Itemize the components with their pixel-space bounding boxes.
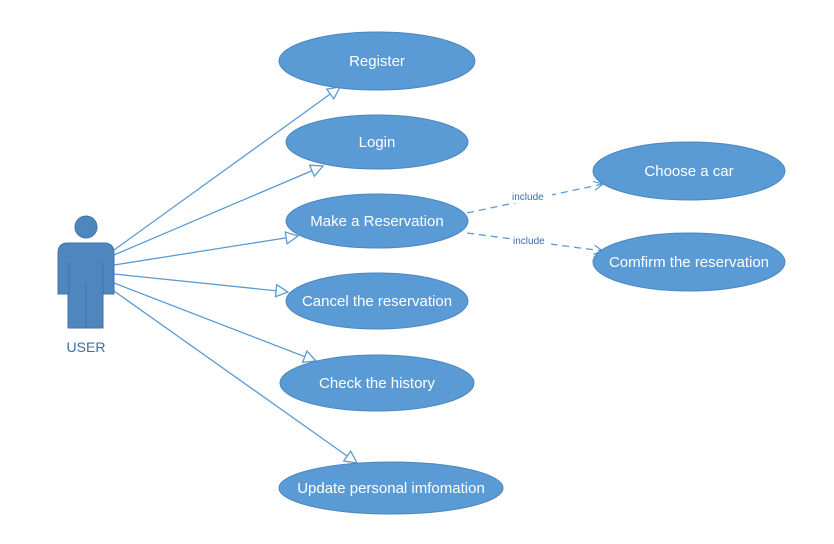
use-case-cancel-reservation-label: Cancel the reservation xyxy=(302,293,452,310)
use-case-choose-car-label: Choose a car xyxy=(644,163,733,180)
associations xyxy=(113,87,357,463)
use-case-make-reservation-shape xyxy=(285,193,469,249)
actor-label: USER xyxy=(67,339,106,355)
use-case-choose-car-shape xyxy=(592,141,786,201)
include-label-bg-confirm xyxy=(511,234,551,247)
include-line-confirm xyxy=(466,232,603,251)
use-case-register-shape xyxy=(278,31,476,91)
use-case-login-shape xyxy=(285,114,469,170)
include-label-bg-choose xyxy=(510,190,552,203)
use-case-confirm-reservation-label: Comfirm the reservation xyxy=(609,254,769,271)
use-case-make-reservation[interactable]: Make a Reservation xyxy=(285,193,469,249)
use-case-confirm-reservation-shape xyxy=(592,232,786,292)
use-case-choose-car[interactable]: Choose a car xyxy=(592,141,786,201)
use-case-cancel-reservation-shape xyxy=(285,272,469,330)
use-case-login[interactable]: Login xyxy=(285,114,469,170)
use-case-check-history-label: Check the history xyxy=(319,375,435,392)
actor-user: USER xyxy=(57,215,115,355)
association-cancel xyxy=(113,273,288,292)
association-history xyxy=(113,282,316,361)
association-reserve xyxy=(113,236,298,266)
use-case-register[interactable]: Register xyxy=(278,31,476,91)
association-update xyxy=(113,290,357,463)
use-case-update-info-shape xyxy=(278,461,504,515)
include-label-choose: include xyxy=(512,192,544,203)
association-login xyxy=(113,166,323,256)
use-case-update-info-label: Update personal imfomation xyxy=(297,480,485,497)
include-relations xyxy=(466,184,603,251)
use-case-register-label: Register xyxy=(349,53,405,70)
association-register xyxy=(113,87,340,251)
actor-head xyxy=(74,215,98,239)
use-case-login-label: Login xyxy=(359,134,396,151)
include-label-confirm: include xyxy=(513,236,545,247)
use-case-check-history-shape xyxy=(279,354,475,412)
use-case-cancel-reservation[interactable]: Cancel the reservation xyxy=(285,272,469,330)
use-case-confirm-reservation[interactable]: Comfirm the reservation xyxy=(592,232,786,292)
use-case-check-history[interactable]: Check the history xyxy=(279,354,475,412)
use-case-make-reservation-label: Make a Reservation xyxy=(310,213,443,230)
use-case-update-info[interactable]: Update personal imfomation xyxy=(278,461,504,515)
